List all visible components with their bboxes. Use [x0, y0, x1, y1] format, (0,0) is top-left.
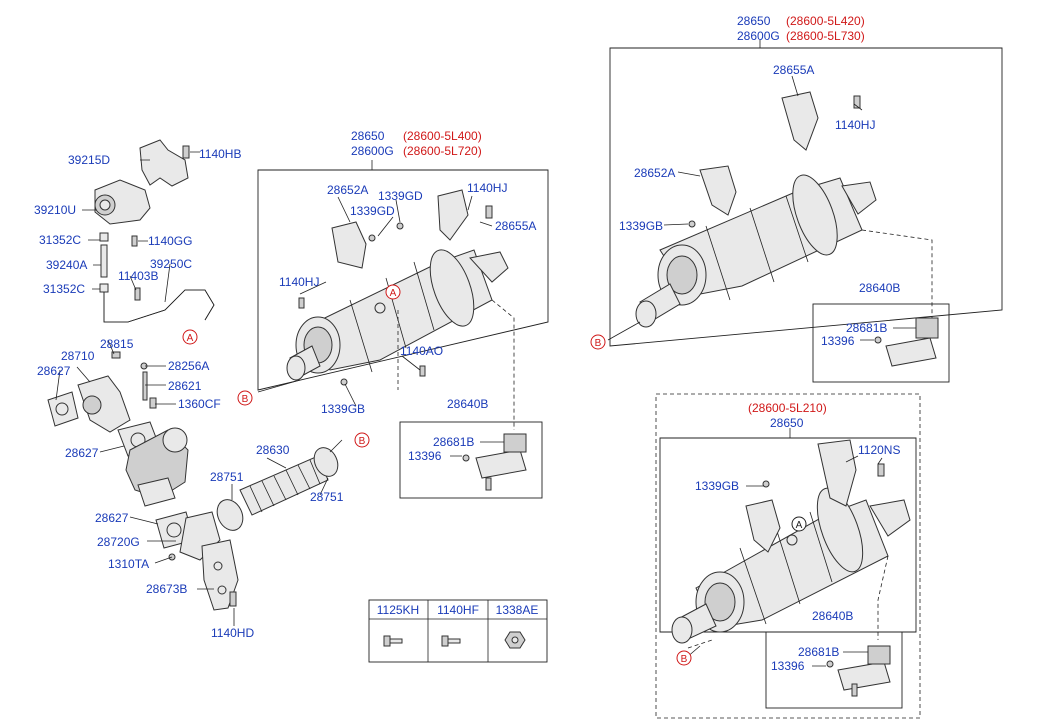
part-applicability: (28600-5L210) — [748, 401, 827, 415]
part-label: 28627 — [37, 364, 71, 378]
part-label: 28710 — [61, 349, 95, 363]
part-label: 1339GB — [619, 219, 663, 233]
legend-table — [368, 599, 548, 663]
part-label: 28655A — [773, 63, 814, 77]
part-label: 1140HD — [211, 626, 254, 640]
part-applicability: (28600-5L730) — [786, 29, 865, 43]
part-label: 1360CF — [178, 397, 221, 411]
part-label: 39250C — [150, 257, 192, 271]
legend-icon-1338ae — [504, 631, 526, 649]
part-label: 28640B — [812, 609, 853, 623]
part-label: 13396 — [821, 334, 855, 348]
part-label: 11403B — [118, 269, 158, 283]
legend-code: 1125KH — [377, 603, 419, 617]
part-label: 28681B — [433, 435, 474, 449]
callout-b: B — [595, 338, 602, 349]
labels-mid: 28650 28600G (28600-5L400) (28600-5L720)… — [279, 129, 536, 463]
part-label: 39240A — [46, 258, 87, 272]
part-label: 28650 — [737, 14, 771, 28]
part-label: 28627 — [65, 446, 99, 460]
part-label: 39215D — [68, 153, 110, 167]
labels-bottom-right: (28600-5L210) 28650 1120NS 1339GB 28640B… — [695, 401, 900, 673]
part-label: 28652A — [634, 166, 675, 180]
part-label: 28681B — [846, 321, 887, 335]
legend-code: 1140HF — [437, 603, 479, 617]
callout-b: B — [681, 654, 688, 665]
part-label: 39210U — [34, 203, 76, 217]
callout-markers: A A B B B A B — [182, 284, 807, 666]
part-applicability: (28600-5L420) — [786, 14, 865, 28]
egr-turbo-assembly — [47, 139, 343, 626]
legend-icon-1140hf — [441, 635, 461, 647]
part-label: 28621 — [168, 379, 202, 393]
part-label: 28600G — [351, 144, 394, 158]
part-label: 1140AO — [400, 344, 443, 358]
part-label: 1140HJ — [835, 118, 875, 132]
part-label: 28650 — [351, 129, 385, 143]
part-label: 28681B — [798, 645, 839, 659]
labels-top-right: 28650 28600G (28600-5L420) (28600-5L730)… — [619, 14, 900, 348]
legend-code: 1338AE — [496, 603, 539, 617]
callout-a: A — [796, 520, 803, 531]
part-label: 28673B — [146, 582, 187, 596]
part-label: 28652A — [327, 183, 368, 197]
part-label: 28600G — [737, 29, 780, 43]
callout-b: B — [359, 436, 366, 447]
part-label: 28640B — [859, 281, 900, 295]
part-label: 1310TA — [108, 557, 149, 571]
part-label: 28720G — [97, 535, 140, 549]
muffler-assembly-top-right — [607, 40, 1003, 383]
legend-labels: 1125KH 1140HF 1338AE — [377, 603, 539, 617]
part-label: 1339GB — [321, 402, 365, 416]
part-applicability: (28600-5L400) — [403, 129, 482, 143]
part-label: 1339GD — [350, 204, 395, 218]
callout-a: A — [390, 288, 397, 299]
part-label: 28650 — [770, 416, 804, 430]
part-label: 28630 — [256, 443, 290, 457]
part-label: 1339GB — [695, 479, 739, 493]
flex-pipe — [216, 447, 339, 531]
part-label: 28256A — [168, 359, 209, 373]
part-label: 13396 — [408, 449, 442, 463]
part-label: 1140HJ — [279, 275, 319, 289]
part-label: 1120NS — [858, 443, 900, 457]
part-label: 31352C — [39, 233, 81, 247]
muffler-assembly-bottom-right — [655, 393, 921, 719]
part-label: 28751 — [310, 490, 344, 504]
callout-a: A — [187, 333, 194, 344]
part-label: 28655A — [495, 219, 536, 233]
part-label: 1140GG — [148, 234, 192, 248]
part-label: 28751 — [210, 470, 244, 484]
callout-b: B — [242, 394, 249, 405]
muffler-assembly-mid — [257, 160, 549, 499]
labels-left: 39215D 1140HB 39210U 31352C 1140GG 39240… — [34, 147, 344, 640]
legend-icon-1125kh — [383, 635, 403, 647]
part-label: 1339GD — [378, 189, 423, 203]
part-label: 31352C — [43, 282, 85, 296]
part-label: 13396 — [771, 659, 805, 673]
part-label: 1140HJ — [467, 181, 507, 195]
part-label: 28815 — [100, 337, 134, 351]
part-label: 28640B — [447, 397, 488, 411]
part-applicability: (28600-5L720) — [403, 144, 482, 158]
part-label: 28627 — [95, 511, 129, 525]
part-label: 1140HB — [199, 147, 241, 161]
